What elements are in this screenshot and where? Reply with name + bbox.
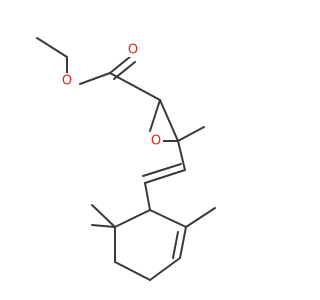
bond-epoxide-methyl: [177, 126, 205, 142]
molecule-canvas: O O O: [36, 37, 216, 281]
bond-ethyl-ch3-ch2: [36, 37, 68, 58]
bond-ring-c2-c3-double: [172, 231, 179, 259]
bond-carbonyl-c-epoxide-c: [109, 72, 161, 101]
bond-vinyl-double-b: [142, 163, 182, 177]
epoxide-oxygen-label: O: [151, 134, 161, 149]
bond-epoxide-c-vinyl: [177, 140, 186, 171]
bond-ring-c4-c5: [114, 261, 151, 281]
ester-oxygen-label: O: [62, 74, 72, 89]
bond-ring-methyl: [185, 207, 216, 228]
bond-ring-c3-c4: [149, 257, 181, 281]
bond-vinyl-ring-c: [144, 182, 151, 211]
bond-carbonyl-double-a: [109, 55, 132, 74]
bond-epoxide-c-c: [159, 99, 179, 142]
bond-gem-methyl-a: [91, 204, 116, 228]
bond-vinyl-double-a: [144, 169, 186, 184]
molecule-structure: O O O: [36, 37, 216, 281]
bond-ring-c2-c3: [179, 226, 187, 259]
bond-ring-c1-c2: [149, 209, 187, 228]
carbonyl-oxygen-label: O: [128, 43, 138, 58]
bond-ester-o-carbonyl-c: [79, 72, 111, 85]
bond-ring-c6-c1: [114, 209, 151, 228]
bond-epoxide-c1-o: [149, 99, 161, 132]
bond-gem-methyl-b: [91, 224, 116, 228]
